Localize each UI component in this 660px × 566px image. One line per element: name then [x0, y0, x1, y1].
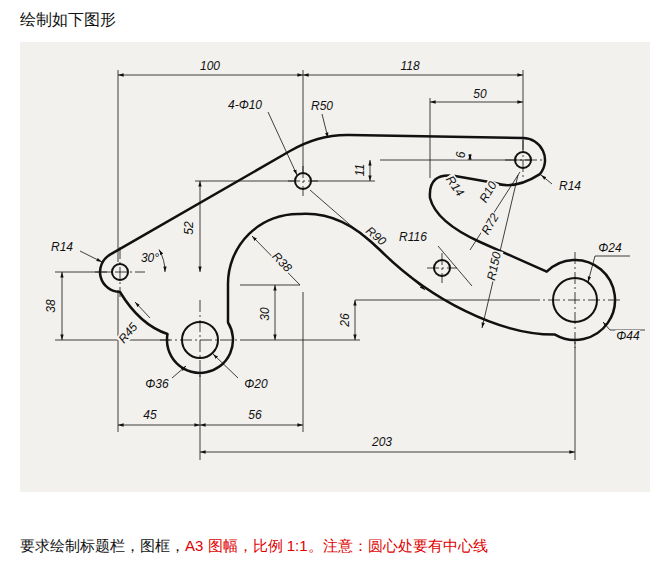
page-title: 绘制如下图形 — [20, 12, 116, 28]
dimension-label: 30 — [259, 306, 271, 321]
dimension-label: R14 — [558, 180, 582, 192]
dimension-label: 11 — [354, 163, 366, 177]
dimension-label: Φ20 — [243, 378, 268, 390]
instruction-note: 要求绘制标题栏，图框， — [20, 538, 185, 553]
dimension-label: Φ44 — [615, 330, 640, 342]
dimension-label: 52 — [183, 220, 195, 235]
dimension-label: 38 — [45, 298, 57, 313]
dimension-label: R50 — [310, 100, 334, 112]
dimension-label: 203 — [371, 436, 393, 448]
dimension-label: 26 — [339, 312, 351, 327]
dimension-label: 30° — [140, 252, 160, 264]
instruction-note: A3 图幅，比例 1:1。注意：圆心处要有中心线 — [185, 538, 488, 553]
dimension-label: 4-Φ10 — [227, 99, 263, 111]
dimension-label: 45 — [142, 409, 157, 421]
dimension-label: R116 — [398, 231, 428, 243]
dimension-label: 56 — [247, 409, 262, 421]
dimension-label: Φ36 — [144, 378, 169, 390]
dimension-label: 50 — [472, 88, 487, 100]
dimension-label: 100 — [199, 60, 221, 72]
dimension-label: 118 — [399, 60, 420, 72]
dimension-label: R14 — [50, 241, 74, 253]
dimension-label: 6 — [455, 151, 467, 160]
dimension-label: Φ24 — [597, 242, 622, 254]
